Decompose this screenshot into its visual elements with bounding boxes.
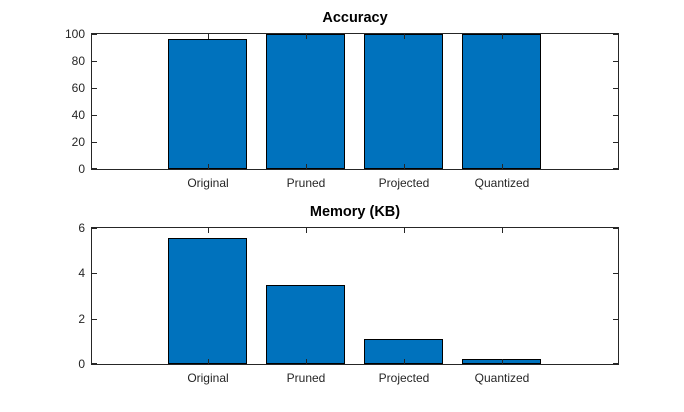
bar-quantized <box>462 34 541 169</box>
x-tick-top <box>208 228 209 233</box>
bar-projected <box>364 34 443 169</box>
x-tick-top <box>502 34 503 39</box>
x-tick-top <box>306 228 307 233</box>
x-tick-top <box>502 228 503 233</box>
y-tick-label: 20 <box>71 135 85 149</box>
y-tick-label: 40 <box>71 108 85 122</box>
x-tick-bottom <box>502 359 503 364</box>
x-tick-label-quantized: Quantized <box>474 371 530 385</box>
x-tick-label-pruned: Pruned <box>286 371 326 385</box>
y-tick-left <box>92 115 97 116</box>
y-tick-right <box>613 34 618 35</box>
y-tick-right <box>613 273 618 274</box>
accuracy-chart-title: Accuracy <box>322 10 388 26</box>
bar-projected <box>364 339 443 364</box>
y-tick-label: 60 <box>71 81 85 95</box>
x-tick-bottom <box>306 359 307 364</box>
y-tick-right <box>613 88 618 89</box>
y-tick-left <box>92 61 97 62</box>
x-tick-bottom <box>208 359 209 364</box>
y-tick-label: 2 <box>78 312 85 326</box>
x-tick-label-original: Original <box>187 176 229 190</box>
x-tick-label-original: Original <box>187 371 229 385</box>
bar-pruned <box>266 34 345 169</box>
y-tick-label: 100 <box>64 27 85 41</box>
y-tick-right <box>613 61 618 62</box>
y-tick-left <box>92 168 97 169</box>
y-tick-right <box>613 115 618 116</box>
x-tick-bottom <box>306 164 307 169</box>
x-tick-bottom <box>208 164 209 169</box>
bar-original <box>168 39 247 169</box>
x-tick-label-quantized: Quantized <box>474 176 530 190</box>
y-tick-left <box>92 34 97 35</box>
x-tick-bottom <box>502 164 503 169</box>
y-tick-left <box>92 88 97 89</box>
y-tick-right <box>613 142 618 143</box>
y-tick-left <box>92 142 97 143</box>
x-tick-bottom <box>404 164 405 169</box>
x-tick-label-projected: Projected <box>378 371 430 385</box>
y-tick-left <box>92 228 97 229</box>
y-tick-left <box>92 273 97 274</box>
bar-quantized <box>462 359 541 364</box>
y-tick-label: 0 <box>78 357 85 371</box>
y-tick-right <box>613 168 618 169</box>
y-tick-label: 80 <box>71 54 85 68</box>
x-tick-top <box>306 34 307 39</box>
bar-original <box>168 238 247 364</box>
y-tick-label: 4 <box>78 266 85 280</box>
y-tick-right <box>613 319 618 320</box>
y-tick-label: 0 <box>78 162 85 176</box>
x-tick-bottom <box>404 359 405 364</box>
y-tick-left <box>92 363 97 364</box>
bar-pruned <box>266 285 345 364</box>
y-tick-label: 6 <box>78 221 85 235</box>
x-tick-top <box>404 228 405 233</box>
x-tick-label-projected: Projected <box>378 176 430 190</box>
memory-axes-box <box>91 227 619 365</box>
memory-chart-title: Memory (KB) <box>309 204 401 220</box>
accuracy-axes-box <box>91 33 619 170</box>
y-tick-left <box>92 319 97 320</box>
y-tick-right <box>613 363 618 364</box>
x-tick-top <box>208 34 209 39</box>
x-tick-top <box>404 34 405 39</box>
x-tick-label-pruned: Pruned <box>286 176 326 190</box>
y-tick-right <box>613 228 618 229</box>
